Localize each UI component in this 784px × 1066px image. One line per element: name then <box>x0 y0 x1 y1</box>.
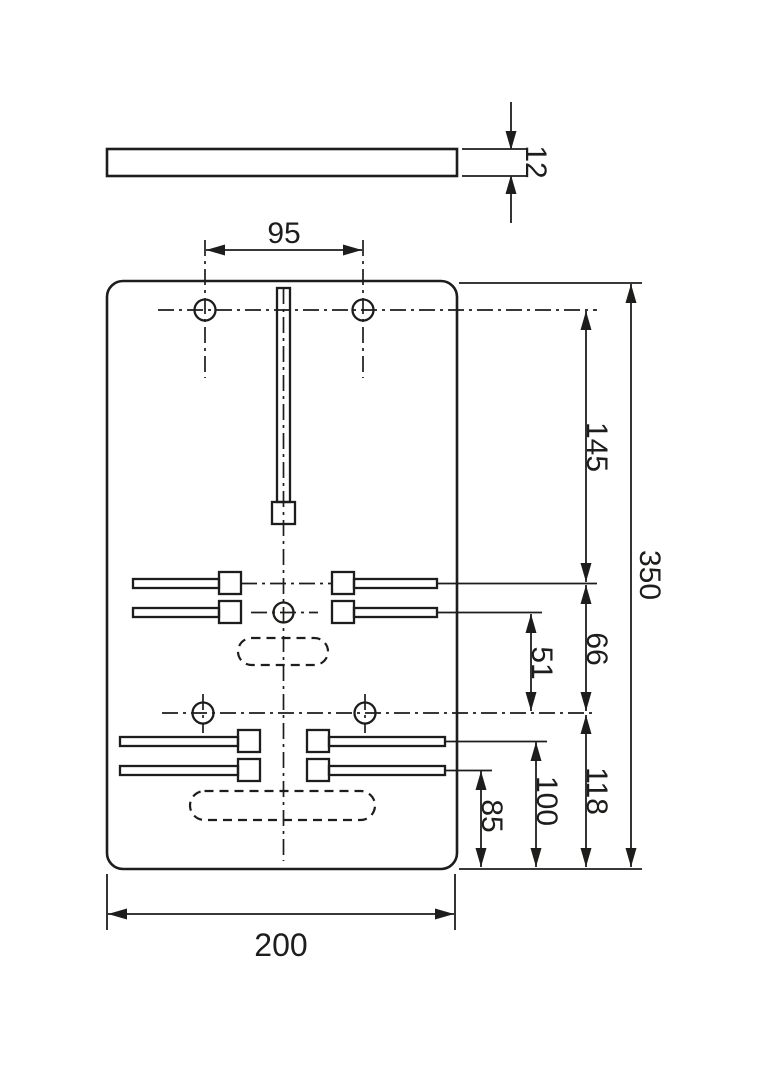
arrowhead-down-icon <box>505 131 517 150</box>
vertical-keyhole-slot <box>270 286 297 526</box>
dim-label-thickness: 12 <box>519 145 552 178</box>
dim-overall-width <box>108 908 454 920</box>
dim-label-overall-width: 200 <box>254 927 307 963</box>
lower-hidden-slot <box>188 789 377 822</box>
extension-lines <box>106 282 642 930</box>
dim-top-holes-to-mid-slot <box>580 311 592 582</box>
dim-label-lower-slot-to-bottom: 100 <box>530 776 563 826</box>
arrowhead-up-icon <box>505 175 517 194</box>
plate-outline <box>105 279 459 871</box>
dim-label-lower-slot2-to-bottom: 85 <box>475 799 508 832</box>
upper-hidden-slot <box>236 636 330 667</box>
dim-label-lower-holes-to-bottom: 118 <box>580 767 613 815</box>
dim-mid-slot-to-lower-holes <box>580 585 592 711</box>
dim-lower-slot2-to-bottom <box>475 771 487 867</box>
lower-keyhole-slots-row2 <box>118 757 447 783</box>
dim-label-center-hole-to-lower-holes: 51 <box>525 646 558 679</box>
dim-label-overall-height: 350 <box>633 550 666 600</box>
lower-mounting-holes <box>191 701 377 725</box>
centerlines <box>158 240 597 861</box>
center-hole <box>272 601 295 624</box>
dim-label-top-hole-spacing: 95 <box>267 217 300 250</box>
dim-label-top-holes-to-mid-slot: 145 <box>580 422 613 472</box>
side-view-plate-profile <box>105 147 459 178</box>
dim-lower-holes-to-bottom <box>580 715 592 867</box>
dim-label-mid-slot-to-lower-holes: 66 <box>580 632 613 665</box>
top-mounting-holes <box>193 298 375 322</box>
dim-lower-slot-to-bottom <box>530 742 542 867</box>
dim-top-hole-spacing <box>206 244 362 256</box>
dim-center-hole-to-lower-holes <box>525 614 537 711</box>
front-view <box>105 240 642 930</box>
dimension-annotations <box>108 244 637 920</box>
side-view <box>105 102 528 223</box>
dim-overall-height <box>625 284 637 867</box>
lower-keyhole-slots-row1 <box>118 728 447 754</box>
